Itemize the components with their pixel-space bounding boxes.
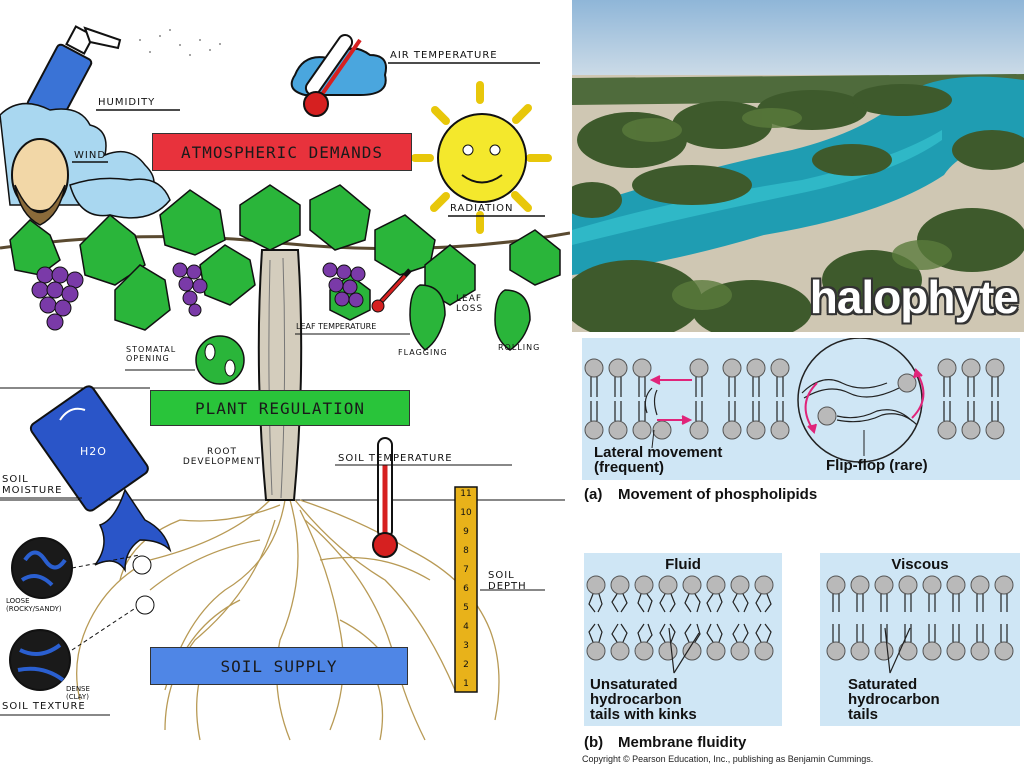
radiation-label: RADIATION	[450, 203, 514, 214]
viscous-title: Viscous	[891, 556, 949, 573]
depth-tick: 4	[463, 622, 469, 632]
stomata-icon	[195, 335, 245, 385]
halophyte-photo: halophyte	[572, 0, 1024, 332]
depth-tick: 1	[463, 679, 469, 689]
wind-face-icon	[0, 102, 171, 226]
saturated-label-line1: Saturated	[848, 676, 918, 693]
panel-a-caption-letter: (a)	[584, 486, 603, 503]
water-bottle-icon	[29, 385, 172, 573]
root-development-label: ROOT DEVELOPMENT	[182, 447, 262, 467]
depth-scale-numbers: 11 10 9 8 7 6 5 4 3 2 1	[455, 489, 477, 689]
soil-texture-samples	[9, 537, 155, 691]
flagging-label: FLAGGING	[398, 348, 448, 357]
saturated-label-line3: tails	[848, 706, 879, 723]
grapes-illustration	[31, 262, 366, 331]
lateral-frequency-label: (frequent)	[594, 459, 664, 476]
dense-soil-label: DENSE (CLAY)	[66, 685, 90, 701]
soil-supply-banner: SOIL SUPPLY	[150, 647, 408, 685]
depth-tick: 7	[463, 565, 469, 575]
viscous-membrane-diagram	[826, 575, 1014, 674]
panel-b-caption: Membrane fluidity	[618, 734, 747, 751]
leaf-loss-label: LEAF LOSS	[456, 294, 484, 314]
depth-tick: 9	[463, 527, 469, 537]
depth-scale-bar	[454, 486, 478, 693]
rolling-label: ROLLING	[498, 343, 541, 352]
spray-bottle-icon	[26, 25, 221, 123]
depth-tick: 8	[463, 546, 469, 556]
humidity-label: HUMIDITY	[98, 97, 156, 108]
depth-tick: 10	[460, 508, 472, 518]
leaves-illustration	[9, 184, 561, 331]
leaf-temperature-label: LEAF TEMPERATURE	[296, 322, 377, 331]
depth-tick: 2	[463, 660, 469, 670]
air-thermometer-icon	[290, 34, 387, 117]
fluid-membrane-diagram	[586, 575, 774, 674]
depth-tick: 5	[463, 603, 469, 613]
leaf-thermometer-icon	[371, 268, 412, 313]
soil-temperature-label: SOIL TEMPERATURE	[338, 453, 453, 464]
soil-texture-label: SOIL TEXTURE	[2, 701, 86, 712]
fluid-title: Fluid	[665, 556, 701, 573]
soil-moisture-label: SOIL MOISTURE	[2, 474, 63, 496]
soil-thermometer-icon	[372, 437, 398, 558]
lateral-movement-label: Lateral movement	[594, 444, 723, 461]
depth-tick: 3	[463, 641, 469, 651]
copyright-notice: Copyright © Pearson Education, Inc., pub…	[582, 754, 874, 764]
atmospheric-demands-banner: ATMOSPHERIC DEMANDS	[152, 133, 412, 171]
mangrove-landscape-image	[572, 0, 1024, 332]
sun-icon	[411, 81, 552, 234]
soil-depth-label: SOIL DEPTH	[488, 570, 527, 592]
panel-a-caption: Movement of phospholipids	[618, 486, 818, 503]
flagging-leaf-icon	[409, 284, 446, 351]
saturated-label-line2: hydrocarbon	[848, 691, 940, 708]
panel-b-caption-letter: (b)	[584, 734, 604, 751]
wind-label: WIND	[74, 150, 107, 161]
unsaturated-label-line1: Unsaturated	[590, 676, 678, 693]
rolling-leaf-icon	[494, 289, 531, 351]
halophyte-title: halophyte	[809, 271, 1019, 323]
depth-tick: 11	[460, 489, 472, 499]
unsaturated-label-line3: tails with kinks	[590, 706, 697, 723]
phospholipid-movement-diagram	[584, 338, 1005, 463]
plant-regulation-banner: PLANT REGULATION	[150, 390, 410, 426]
depth-tick: 6	[463, 584, 469, 594]
plant-illustration	[0, 25, 571, 741]
flip-flop-label: Flip-flop (rare)	[826, 457, 928, 474]
stomatal-opening-label: STOMATAL OPENING	[126, 345, 177, 363]
air-temperature-label: AIR TEMPERATURE	[390, 50, 498, 61]
loose-soil-label: LOOSE (ROCKY/SANDY)	[6, 597, 62, 613]
unsaturated-label-line2: hydrocarbon	[590, 691, 682, 708]
plant-stress-diagram: ATMOSPHERIC DEMANDS PLANT REGULATION SOI…	[0, 25, 571, 741]
water-label: H2O	[80, 445, 107, 458]
